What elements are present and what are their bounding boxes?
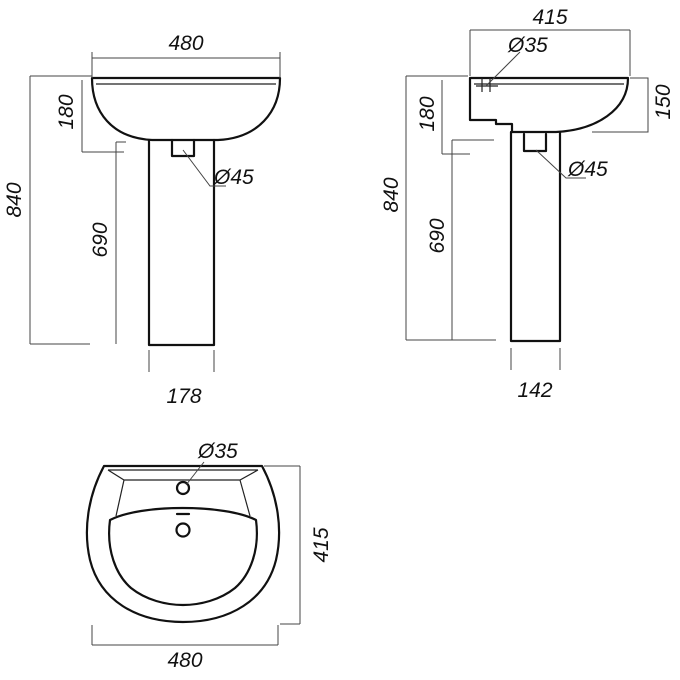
front-view: 480 840 180 690 178 Ø45 (3, 32, 282, 408)
front-pedestal-width-dimension-line (148, 350, 215, 372)
side-depth-dimension-line (469, 29, 631, 76)
front-width-dimension-line (91, 52, 281, 78)
front-pedestal-height-label: 690 (89, 222, 112, 257)
side-pedestal-height-dimension-line (451, 139, 494, 340)
side-rim-height-dimension-line (592, 77, 649, 133)
side-basin-depth-dimension-line (441, 80, 470, 155)
side-basin-outline (468, 76, 630, 134)
top-width-label: 480 (167, 649, 202, 672)
top-width-dimension-line (91, 625, 279, 646)
side-height-total-label: 840 (380, 177, 403, 212)
top-depth-label: 415 (310, 527, 333, 562)
top-basin-bowl (108, 506, 258, 607)
side-pedestal-width-dimension-line (510, 348, 561, 370)
front-pedestal (147, 138, 216, 347)
top-view: 415 480 Ø35 (85, 440, 333, 672)
side-rim-height-label: 150 (652, 84, 675, 119)
side-drain-trap (522, 132, 548, 153)
front-width-label: 480 (168, 32, 203, 55)
side-tap-hole-lines (476, 78, 498, 92)
side-drain-leader (535, 149, 586, 179)
front-drain-diameter-label: Ø45 (213, 166, 254, 189)
front-drain-trap (170, 138, 196, 158)
top-drain-hole (175, 522, 191, 538)
top-tap-hole-leader (185, 461, 205, 486)
side-pedestal-height-label: 690 (426, 218, 449, 253)
side-tap-hole-leader (485, 51, 521, 87)
front-pedestal-width-label: 178 (166, 385, 201, 408)
side-drain-diameter-label: Ø45 (567, 158, 608, 181)
front-basin-depth-label: 180 (55, 94, 78, 129)
top-basin-outer-rim (85, 464, 281, 624)
side-basin-depth-label: 180 (416, 96, 439, 131)
side-height-dimension-line (405, 75, 496, 341)
front-drain-leader (182, 149, 226, 187)
top-tap-hole (175, 480, 191, 496)
front-height-total-label: 840 (3, 182, 26, 217)
front-basin-outline (90, 76, 282, 142)
side-pedestal (509, 130, 562, 343)
side-depth-label: 415 (532, 6, 567, 29)
side-pedestal-width-label: 142 (517, 379, 552, 402)
side-view: 415 150 840 180 690 142 Ø35 Ø45 (380, 6, 675, 402)
top-basin-ledge (107, 469, 259, 517)
side-tap-hole-diameter-label: Ø35 (507, 34, 548, 57)
front-pedestal-height-dimension-line (115, 141, 126, 344)
top-tap-hole-diameter-label: Ø35 (197, 440, 238, 463)
front-height-dimension-line (29, 75, 92, 345)
top-depth-dimension-line (264, 465, 301, 625)
front-basin-depth-dimension-line (81, 80, 124, 153)
